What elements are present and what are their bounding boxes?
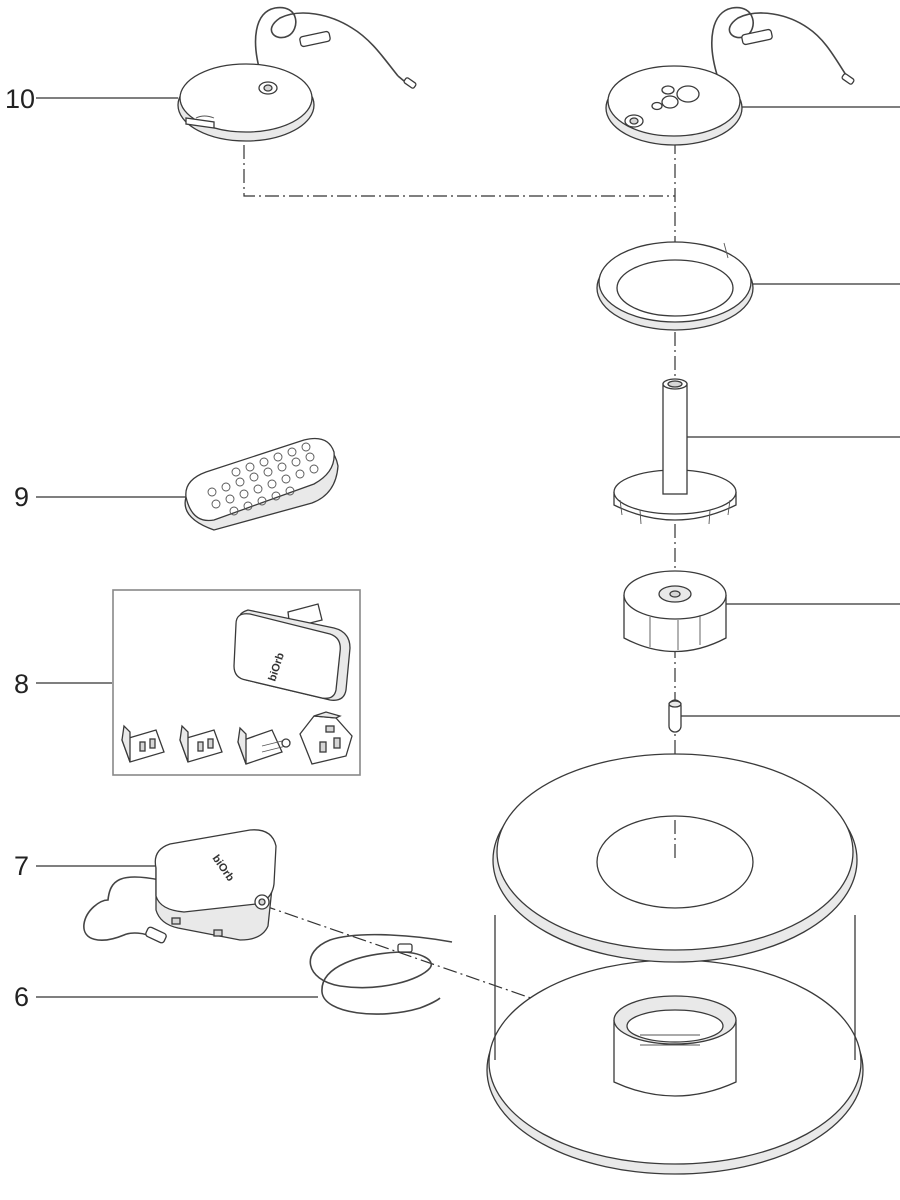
callout-10: 10 xyxy=(5,84,178,114)
lid-cable-right xyxy=(711,7,849,79)
check-valve xyxy=(397,943,413,953)
airstone-top xyxy=(668,700,682,708)
remote-control xyxy=(184,437,339,531)
plug-head-3 xyxy=(237,726,291,765)
callout-number-8: 8 xyxy=(14,669,29,699)
pump-foot-1 xyxy=(171,917,181,925)
cartridge-ribs xyxy=(649,615,701,650)
base-well-grill xyxy=(640,1034,700,1046)
filter-tube-hole xyxy=(667,380,683,388)
ring-inner xyxy=(616,259,734,317)
filter-tube xyxy=(662,383,688,495)
pump-outlet-hole xyxy=(258,898,266,906)
led-2 xyxy=(661,95,679,109)
callout-6: 6 xyxy=(14,982,318,1012)
tube-loop-1 xyxy=(309,933,453,989)
tube-loop-2 xyxy=(321,951,441,1015)
aquarium-tank xyxy=(486,753,864,1175)
lid-disk-top xyxy=(179,63,313,133)
led-4 xyxy=(651,101,663,111)
lid-large-port-hole xyxy=(629,117,639,125)
airstone xyxy=(668,699,682,733)
air-line-tubing xyxy=(309,933,453,1015)
callout-8: 8 xyxy=(14,669,112,699)
right-leader-lines xyxy=(680,106,900,717)
dc-plug-right xyxy=(841,73,855,85)
pump-top xyxy=(154,829,277,913)
pump-cable xyxy=(83,876,161,941)
filter-tube-assembly xyxy=(613,378,737,525)
axis-air-line xyxy=(261,904,581,1016)
dc-plug xyxy=(403,77,417,89)
adapter-frame xyxy=(112,589,361,776)
power-adapter-kit: biOrb xyxy=(112,589,361,776)
led-lid-small xyxy=(177,6,417,142)
pump-plug xyxy=(145,926,167,944)
filter-cartridge xyxy=(623,570,727,653)
callout-7: 7 xyxy=(14,851,160,881)
remote-top xyxy=(185,437,335,522)
callout-number-7: 7 xyxy=(14,851,29,881)
top-ring xyxy=(596,241,754,331)
axis-lid-link xyxy=(243,145,675,197)
plug-head-1 xyxy=(121,724,165,763)
ring-split xyxy=(723,242,729,259)
base-well-inner xyxy=(626,1009,724,1043)
inline-switch-right xyxy=(741,28,773,46)
callout-number-6: 6 xyxy=(14,982,29,1012)
lid-notch xyxy=(185,117,215,129)
callout-number-9: 9 xyxy=(14,482,29,512)
lid-notch-edge xyxy=(195,115,215,119)
led-lid-large xyxy=(605,7,855,146)
callout-9: 9 xyxy=(14,482,188,512)
tank-sides xyxy=(494,915,856,1060)
led-3 xyxy=(661,85,675,95)
pump-foot-2 xyxy=(213,929,223,937)
tank-opening xyxy=(596,815,754,909)
air-pump: biOrb xyxy=(83,829,277,944)
remote-buttons xyxy=(207,442,319,516)
lid-cable xyxy=(254,6,399,79)
cartridge-hub-hole xyxy=(669,590,681,598)
filter-base-tabs xyxy=(619,499,731,525)
plug-head-2 xyxy=(179,724,223,763)
callout-number-10: 10 xyxy=(5,84,35,114)
lid-port-hole xyxy=(263,84,273,92)
led-1 xyxy=(676,85,700,103)
airstone-body xyxy=(668,699,682,733)
plug-head-4 xyxy=(299,711,353,765)
inline-switch xyxy=(299,30,331,48)
adapter-body xyxy=(233,613,341,699)
